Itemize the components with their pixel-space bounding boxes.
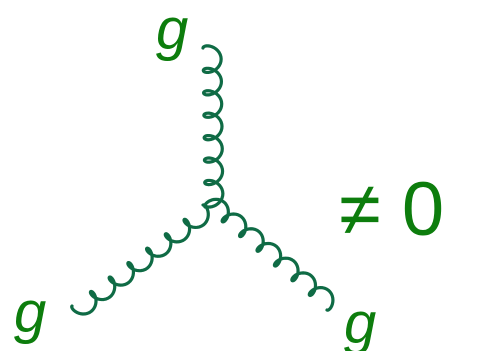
gluon-line-left [72, 205, 209, 314]
gluon-line-top [203, 46, 223, 207]
not-equal-zero-expression: ≠ 0 [339, 167, 444, 252]
particle-label-top: g [156, 0, 188, 62]
particle-label-right: g [344, 291, 376, 351]
gluon-line-right [205, 199, 333, 310]
particle-label-left: g [14, 280, 46, 345]
